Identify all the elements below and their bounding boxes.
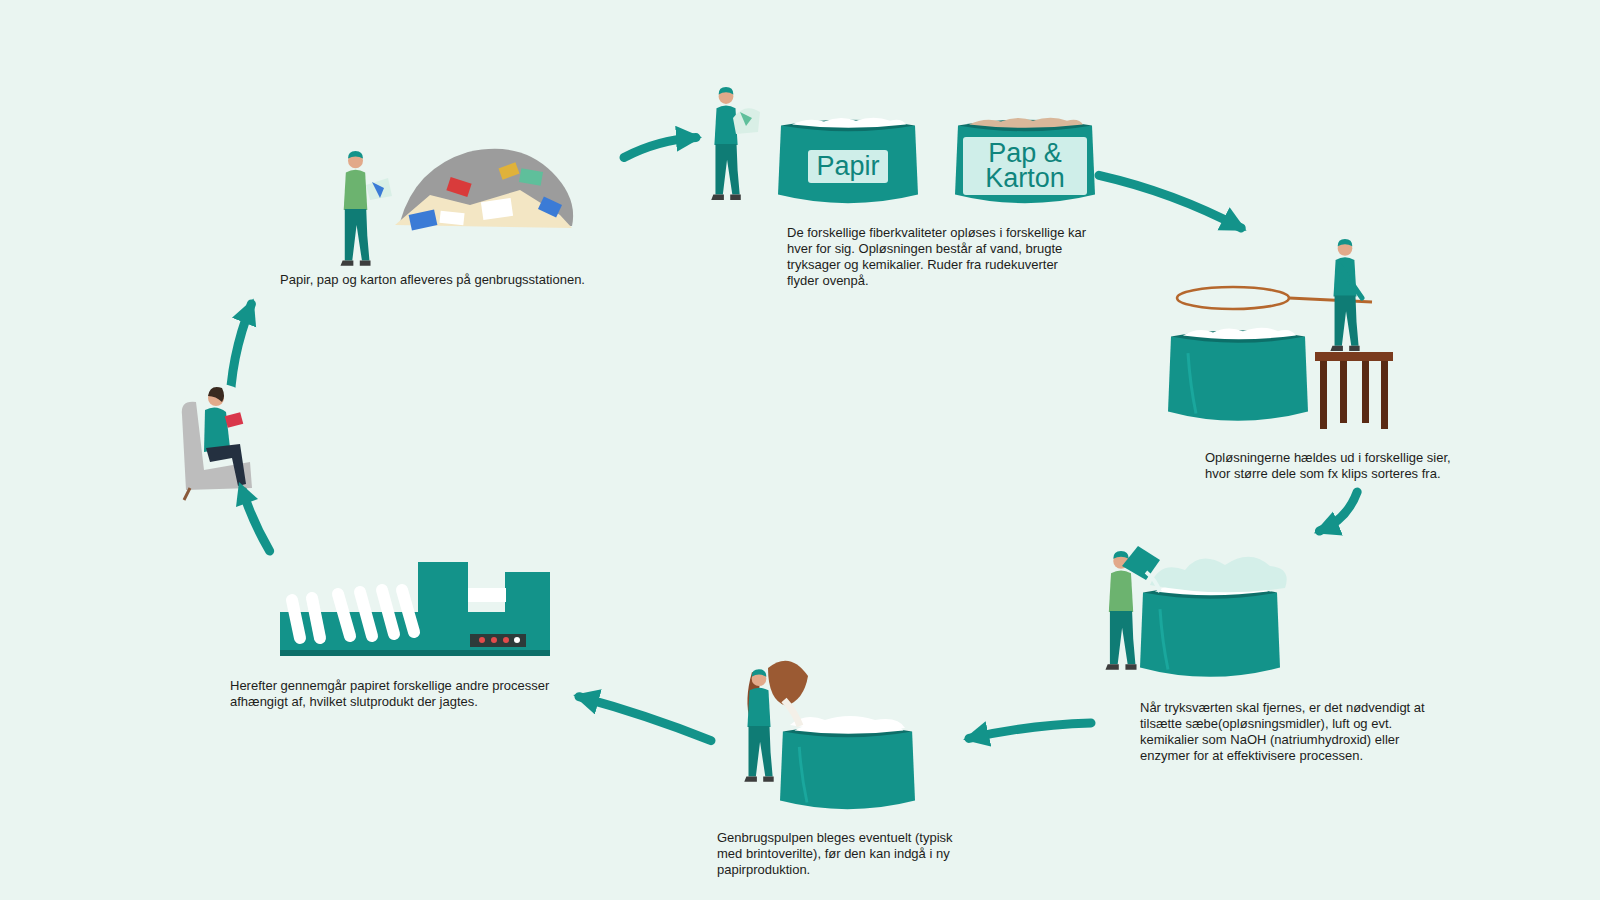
deinking-scene bbox=[1105, 546, 1286, 677]
worker-carrying-paper bbox=[711, 87, 760, 200]
bin-label: Papir bbox=[808, 150, 887, 183]
process-step: Papir, pap og karton afleveres på genbru… bbox=[240, 150, 620, 300]
process-step: Genbrugspulpen bleges eventuelt (typisk … bbox=[715, 660, 965, 884]
sieving-scene bbox=[1168, 239, 1393, 429]
process-step: Når tryksværten skal fjernes, er det nød… bbox=[1095, 535, 1430, 770]
flow-arrow bbox=[1099, 175, 1241, 228]
flow-arrow bbox=[624, 138, 696, 158]
flow-arrow bbox=[969, 723, 1091, 738]
step-caption: Opløsningerne hældes ud i forskellige si… bbox=[1205, 450, 1467, 482]
sorting-bin: Papir bbox=[778, 112, 918, 208]
process-step: De forskellige fiberkvaliteter opløses i… bbox=[700, 85, 1095, 295]
step-caption: Når tryksværten skal fjernes, er det nød… bbox=[1140, 700, 1430, 764]
process-step: Herefter gennemgår papiret forskellige a… bbox=[228, 555, 575, 716]
flow-arrow bbox=[1319, 492, 1357, 531]
step-caption: Genbrugspulpen bleges eventuelt (typisk … bbox=[717, 830, 965, 878]
step-caption: De forskellige fiberkvaliteter opløses i… bbox=[787, 225, 1087, 289]
sorting-bin: Pap & Karton bbox=[955, 112, 1095, 208]
step-caption: Herefter gennemgår papiret forskellige a… bbox=[230, 678, 570, 710]
paper-pile-scene bbox=[340, 149, 573, 266]
step-caption: Papir, pap og karton afleveres på genbru… bbox=[280, 272, 610, 288]
bin-label: Pap & Karton bbox=[963, 137, 1087, 195]
paper-machine bbox=[280, 562, 550, 656]
reader-in-chair bbox=[168, 384, 268, 507]
bleaching-scene bbox=[744, 661, 915, 810]
process-step: Opløsningerne hældes ud i forskellige si… bbox=[1165, 232, 1470, 488]
flow-arrow bbox=[579, 697, 711, 741]
